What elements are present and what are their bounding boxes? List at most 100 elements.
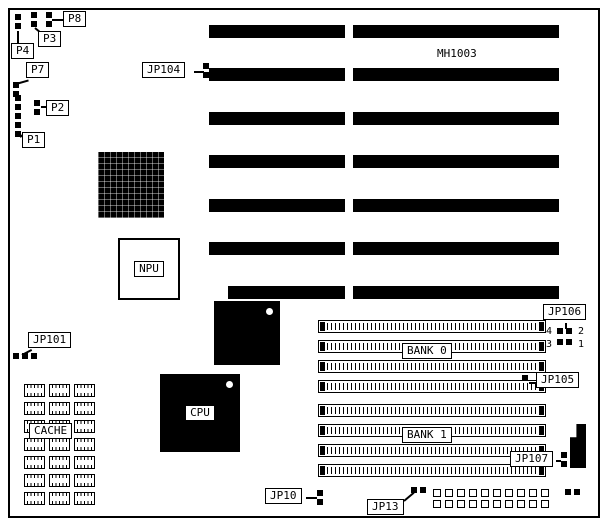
pin-pad bbox=[493, 489, 501, 497]
bottom-pin-header bbox=[433, 489, 549, 511]
label-p4: P4 bbox=[11, 43, 35, 59]
pin-pad bbox=[469, 489, 477, 497]
connector-jp13 bbox=[411, 487, 426, 493]
cache-chip bbox=[49, 384, 70, 397]
cache-chip bbox=[24, 438, 45, 451]
isa-slot bbox=[353, 68, 559, 81]
pin-pad bbox=[445, 489, 453, 497]
pin-pad bbox=[445, 500, 453, 508]
jp106-pin3-number: 3 bbox=[546, 339, 553, 350]
pin-pad bbox=[457, 500, 465, 508]
connector-jp106-row-a bbox=[557, 328, 572, 334]
leader-jp105 bbox=[529, 382, 536, 384]
label-p3: P3 bbox=[38, 31, 62, 47]
connector-p4 bbox=[15, 14, 21, 29]
label-jp105: JP105 bbox=[536, 372, 580, 388]
pin-pad bbox=[433, 500, 441, 508]
isa-slot bbox=[353, 112, 559, 125]
pin-pad bbox=[541, 489, 549, 497]
cache-chip bbox=[74, 420, 95, 433]
isa-slot bbox=[353, 199, 559, 212]
label-p1: P1 bbox=[22, 132, 46, 148]
qfp-chip-2 bbox=[214, 301, 280, 365]
pin-pad bbox=[517, 489, 525, 497]
label-p7: P7 bbox=[26, 62, 50, 78]
cache-chip bbox=[74, 402, 95, 415]
cache-chip bbox=[49, 438, 70, 451]
connector-jp106-row-b bbox=[557, 339, 572, 345]
pin-pad bbox=[481, 500, 489, 508]
pin-pad bbox=[457, 489, 465, 497]
isa-slot bbox=[353, 25, 559, 38]
cache-chip bbox=[24, 384, 45, 397]
leader-p8 bbox=[52, 19, 63, 21]
isa-slot bbox=[353, 155, 559, 168]
pin-pad bbox=[517, 500, 525, 508]
bank0-label: BANK 0 bbox=[402, 343, 452, 359]
isa-slot bbox=[228, 286, 345, 299]
connector-p8 bbox=[46, 12, 52, 27]
cache-chip bbox=[49, 474, 70, 487]
connector-jp10 bbox=[317, 490, 323, 505]
simm-socket bbox=[318, 404, 546, 417]
pin1-dot bbox=[226, 381, 233, 388]
board-title: MH1003 bbox=[437, 47, 477, 60]
label-jp101: JP101 bbox=[28, 332, 72, 348]
cache-chip bbox=[74, 492, 95, 505]
cache-chip bbox=[74, 456, 95, 469]
connector-p7 bbox=[13, 82, 19, 97]
pin-pad bbox=[469, 500, 477, 508]
pin-pad bbox=[493, 500, 501, 508]
jp106-pin4-number: 4 bbox=[546, 326, 553, 337]
isa-slot bbox=[353, 242, 559, 255]
pin-pad bbox=[505, 489, 513, 497]
connector-p1 bbox=[15, 95, 21, 137]
isa-slot bbox=[209, 155, 345, 168]
simm-socket bbox=[318, 464, 546, 477]
connector-jp101 bbox=[13, 353, 37, 359]
label-jp106: JP106 bbox=[543, 304, 587, 320]
simm-socket bbox=[318, 360, 546, 373]
label-p8: P8 bbox=[63, 11, 87, 27]
cpu-chip: CPU bbox=[160, 374, 240, 452]
pin-pad bbox=[541, 500, 549, 508]
simm-socket bbox=[318, 444, 546, 457]
isa-slot bbox=[209, 199, 345, 212]
bank1-label: BANK 1 bbox=[402, 427, 452, 443]
pin-pad bbox=[529, 500, 537, 508]
cache-chip bbox=[24, 474, 45, 487]
npu-socket: NPU bbox=[118, 238, 180, 300]
isa-slot bbox=[209, 25, 345, 38]
cache-chip bbox=[49, 402, 70, 415]
qfp-chip-1 bbox=[98, 152, 164, 218]
board-outline bbox=[8, 8, 600, 518]
leader-jp10 bbox=[306, 497, 317, 499]
connector-jp104 bbox=[203, 63, 209, 78]
pin-pad bbox=[529, 489, 537, 497]
jp106-pin1-number: 1 bbox=[578, 339, 585, 350]
connector-bottom-right bbox=[565, 489, 580, 495]
jp106-pin2-number: 2 bbox=[578, 326, 585, 337]
label-jp107: JP107 bbox=[510, 451, 554, 467]
leader-jp106 bbox=[565, 323, 567, 329]
label-jp10: JP10 bbox=[265, 488, 302, 504]
cache-chip bbox=[74, 384, 95, 397]
label-p2: P2 bbox=[46, 100, 70, 116]
npu-label: NPU bbox=[134, 261, 164, 277]
cpu-label: CPU bbox=[185, 405, 215, 421]
pin-header-row bbox=[433, 500, 549, 508]
pin-pad bbox=[505, 500, 513, 508]
cache-label: CACHE bbox=[29, 423, 73, 439]
pin-header-row bbox=[433, 489, 549, 497]
connector-p3 bbox=[31, 12, 37, 27]
isa-slot bbox=[209, 68, 345, 81]
cache-chip bbox=[49, 456, 70, 469]
isa-slot bbox=[353, 286, 559, 299]
connector-jp107 bbox=[561, 452, 567, 467]
cache-chip bbox=[24, 402, 45, 415]
cache-chip bbox=[24, 456, 45, 469]
cache-chip bbox=[74, 438, 95, 451]
cache-chip bbox=[74, 474, 95, 487]
cache-chip bbox=[49, 492, 70, 505]
